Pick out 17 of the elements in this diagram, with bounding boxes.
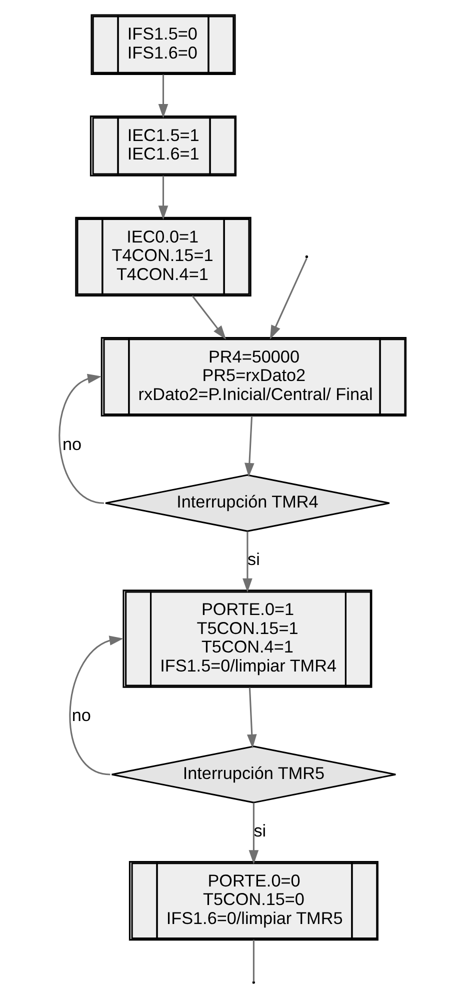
arrow <box>244 416 254 478</box>
node-diamond: Interrupción TMR4 <box>104 474 390 532</box>
node-diamond: Interrupción TMR5 <box>111 746 396 804</box>
arrow <box>58 374 104 504</box>
arrow <box>246 687 257 748</box>
arrow <box>158 74 168 118</box>
edge-label: si <box>254 820 266 841</box>
arrow <box>242 532 252 592</box>
arrow <box>270 258 308 340</box>
arrow <box>69 636 124 776</box>
edge-label: no <box>72 705 91 726</box>
connector <box>252 940 254 982</box>
edge-label: si <box>248 549 260 570</box>
arrow <box>158 176 168 220</box>
edge-label: no <box>62 434 82 454</box>
arrow <box>192 295 226 340</box>
arrow <box>248 802 259 864</box>
